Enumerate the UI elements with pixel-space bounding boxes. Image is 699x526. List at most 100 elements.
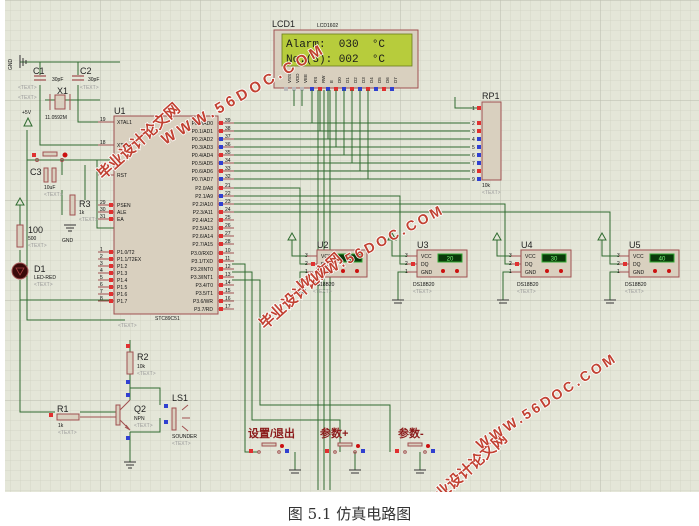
crystal-x1[interactable]: X1 11.0592M <TEXT> bbox=[18, 86, 71, 121]
rp1-pin-9[interactable]: 9 bbox=[472, 177, 481, 183]
resistor-r2[interactable]: R2 10k <TEXT> bbox=[126, 344, 156, 384]
rp1-pin-4[interactable]: 4 bbox=[472, 137, 481, 143]
transistor-q2[interactable]: Q2 NPN <TEXT> bbox=[80, 393, 153, 440]
power-vcc-led bbox=[15, 196, 25, 206]
lcd-pin-d7[interactable]: D7 bbox=[390, 77, 398, 91]
lcd-pin-vdd[interactable]: VDD bbox=[292, 73, 300, 91]
svg-text:D4: D4 bbox=[369, 77, 374, 83]
resistor-100[interactable]: 100 500 <TEXT> bbox=[16, 224, 47, 249]
button-2[interactable]: 参数+ bbox=[320, 426, 365, 474]
rp1-pin-6[interactable]: 6 bbox=[472, 153, 481, 159]
capacitor-c2[interactable]: C2 30pF <TEXT> bbox=[72, 66, 99, 91]
led-d1[interactable]: D1 LED-RED <TEXT> bbox=[11, 262, 56, 288]
svg-text:P0.3/AD3: P0.3/AD3 bbox=[192, 145, 214, 151]
svg-text:D3: D3 bbox=[361, 77, 366, 83]
svg-text:30pF: 30pF bbox=[88, 77, 99, 83]
rp1-pin-1[interactable]: 1 bbox=[472, 106, 481, 112]
rp1-pin-3[interactable]: 3 bbox=[472, 129, 481, 135]
lcd-pin-e[interactable]: E bbox=[326, 80, 334, 91]
svg-text:<TEXT>: <TEXT> bbox=[79, 217, 98, 223]
rp1-pin-2[interactable]: 2 bbox=[472, 121, 481, 127]
svg-text:29: 29 bbox=[100, 200, 106, 206]
capacitor-c3[interactable]: C3 10uF <TEXT> bbox=[30, 167, 63, 198]
svg-text:26: 26 bbox=[347, 257, 354, 263]
lcd-pin-d1[interactable]: D1 bbox=[342, 77, 350, 91]
lcd-pin-d2[interactable]: D2 bbox=[350, 77, 358, 91]
svg-text:SOUNDER: SOUNDER bbox=[172, 434, 197, 440]
lcd-pin-d0[interactable]: D0 bbox=[334, 77, 342, 91]
svg-text:1k: 1k bbox=[79, 210, 85, 216]
lcd-pin-vss[interactable]: VSS bbox=[284, 74, 292, 91]
svg-text:P0.5/AD5: P0.5/AD5 bbox=[192, 161, 214, 167]
lcd-pin-vee[interactable]: VEE bbox=[300, 74, 308, 91]
lcd-pin-rw[interactable]: RW bbox=[318, 75, 326, 91]
lcd-pin-d3[interactable]: D3 bbox=[358, 77, 366, 91]
capacitor-c1[interactable]: C1 30pF <TEXT> bbox=[18, 66, 63, 91]
button-3[interactable]: 参数- bbox=[395, 426, 435, 474]
resistor-r3[interactable]: R3 1k <TEXT> bbox=[69, 194, 98, 223]
rp1-pin-8[interactable]: 8 bbox=[472, 169, 481, 175]
lcd-pin-d6[interactable]: D6 bbox=[382, 77, 390, 91]
rp1-pin-7[interactable]: 7 bbox=[472, 161, 481, 167]
rp1-pin-5[interactable]: 5 bbox=[472, 145, 481, 151]
svg-text:<TEXT>: <TEXT> bbox=[118, 323, 137, 329]
lcd-pin-d5[interactable]: D5 bbox=[374, 77, 382, 91]
lcd-pin-rs[interactable]: RS bbox=[310, 77, 318, 91]
lcd-pin-d4[interactable]: D4 bbox=[366, 77, 374, 91]
buzzer-ls1[interactable]: LS1 SOUNDER <TEXT> bbox=[164, 393, 197, 447]
svg-text:C1: C1 bbox=[33, 66, 45, 76]
svg-text:<TEXT>: <TEXT> bbox=[28, 243, 47, 249]
button-1[interactable]: 设置/退出 bbox=[248, 426, 301, 474]
lcd-module[interactable]: LCD1 LCD1602 Alarm: 030 °C No.(3): 002 °… bbox=[272, 19, 419, 91]
svg-text:VCC: VCC bbox=[421, 254, 432, 260]
svg-text:P1.5: P1.5 bbox=[117, 285, 128, 291]
reset-button[interactable] bbox=[32, 151, 68, 162]
schematic-canvas[interactable]: LCD1 LCD1602 Alarm: 030 °C No.(3): 002 °… bbox=[0, 0, 699, 492]
resistor-r1[interactable]: R1 1k <TEXT> bbox=[49, 404, 80, 436]
